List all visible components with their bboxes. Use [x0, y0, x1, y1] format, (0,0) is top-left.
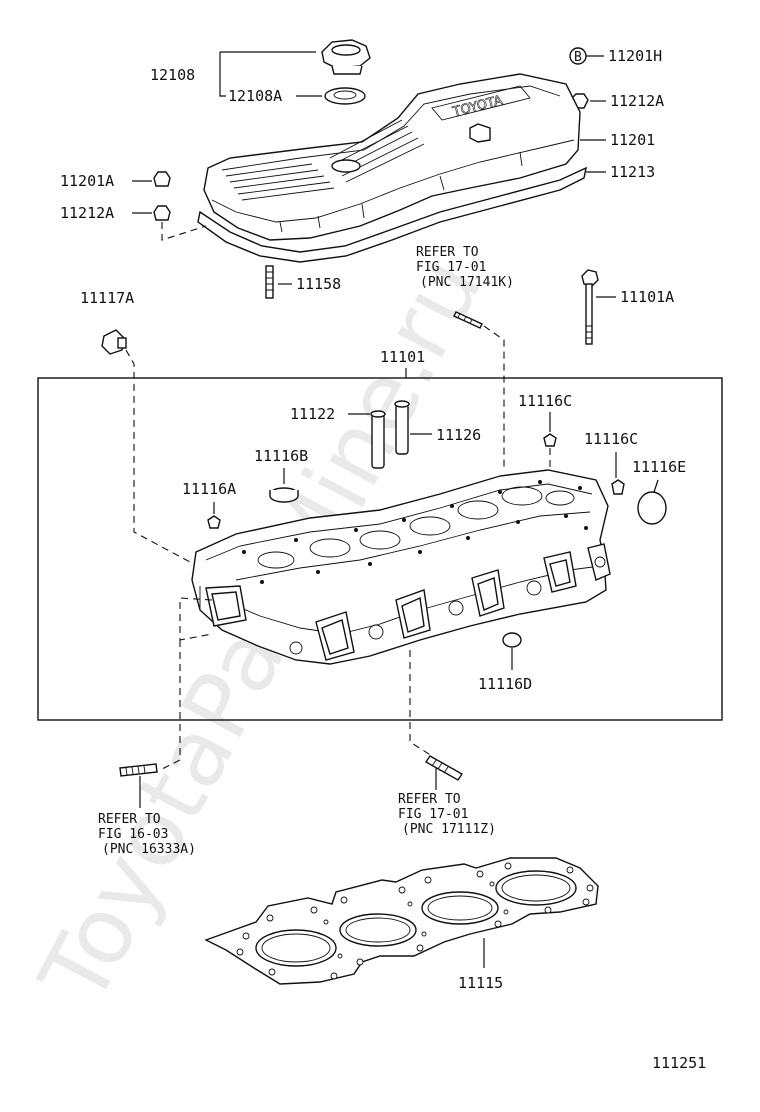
plug-11116a: [207, 515, 221, 529]
label-11116d: 11116D: [478, 675, 532, 693]
label-11122: 11122: [290, 405, 335, 423]
stud-ref3: [424, 755, 464, 781]
stud-11158: [265, 265, 274, 299]
label-11101a: 11101A: [620, 288, 674, 306]
label-11158: 11158: [296, 275, 341, 293]
label-b: B: [574, 50, 582, 65]
grommet-left: [153, 171, 171, 187]
label-11213: 11213: [610, 163, 655, 181]
ref1-line1: REFER TO: [416, 245, 479, 260]
ref3-line1: REFER TO: [398, 792, 461, 807]
label-11212a-top: 11212A: [610, 92, 664, 110]
ref1-line2: FIG 17-01: [416, 260, 486, 275]
cylinder-head-cover: TOYOTA: [197, 73, 587, 263]
cylinder-head: [191, 469, 611, 665]
ref3-line3: (PNC 17111Z): [402, 822, 496, 837]
label-11116b: 11116B: [254, 447, 308, 465]
ref2-line2: FIG 16-03: [98, 827, 168, 842]
label-11116e: 11116E: [632, 458, 686, 476]
label-11116a: 11116A: [182, 480, 236, 498]
plug-11116c-a: [543, 433, 557, 447]
plug-11116e: [637, 491, 667, 525]
label-11117a: 11117A: [80, 289, 134, 307]
label-11115: 11115: [458, 974, 503, 992]
label-11116c-b: 11116C: [584, 430, 638, 448]
stud-ref1: [453, 311, 483, 329]
valve-guide-11122: [370, 410, 386, 469]
nut-left: [153, 205, 171, 221]
label-11116c-a: 11116C: [518, 392, 572, 410]
cylinder-head-subassy-box: [37, 377, 723, 721]
ref2-line1: REFER TO: [98, 812, 161, 827]
label-12108: 12108: [150, 66, 195, 84]
plug-11116b: [269, 487, 299, 503]
label-11201a: 11201A: [60, 172, 114, 190]
cap-gasket: [324, 87, 366, 105]
label-11212a-left: 11212A: [60, 204, 114, 222]
plug-11117a: [101, 329, 127, 355]
stud-ref2: [119, 763, 158, 777]
label-11201h: 11201H: [608, 47, 662, 65]
plug-11116d: [502, 632, 522, 648]
head-gasket: [204, 857, 599, 985]
oil-filler-cap: [321, 39, 371, 75]
figure-number: 111251: [652, 1054, 706, 1072]
label-11101: 11101: [380, 348, 425, 366]
label-12108a: 12108A: [228, 87, 282, 105]
valve-guide-11126: [394, 400, 410, 455]
label-11126: 11126: [436, 426, 481, 444]
ref1-line3: (PNC 17141K): [420, 275, 514, 290]
label-11201: 11201: [610, 131, 655, 149]
plug-11116c-b: [611, 479, 625, 495]
ref3-line2: FIG 17-01: [398, 807, 468, 822]
ref2-line3: (PNC 16333A): [102, 842, 196, 857]
bolt-11101a: [581, 269, 599, 345]
